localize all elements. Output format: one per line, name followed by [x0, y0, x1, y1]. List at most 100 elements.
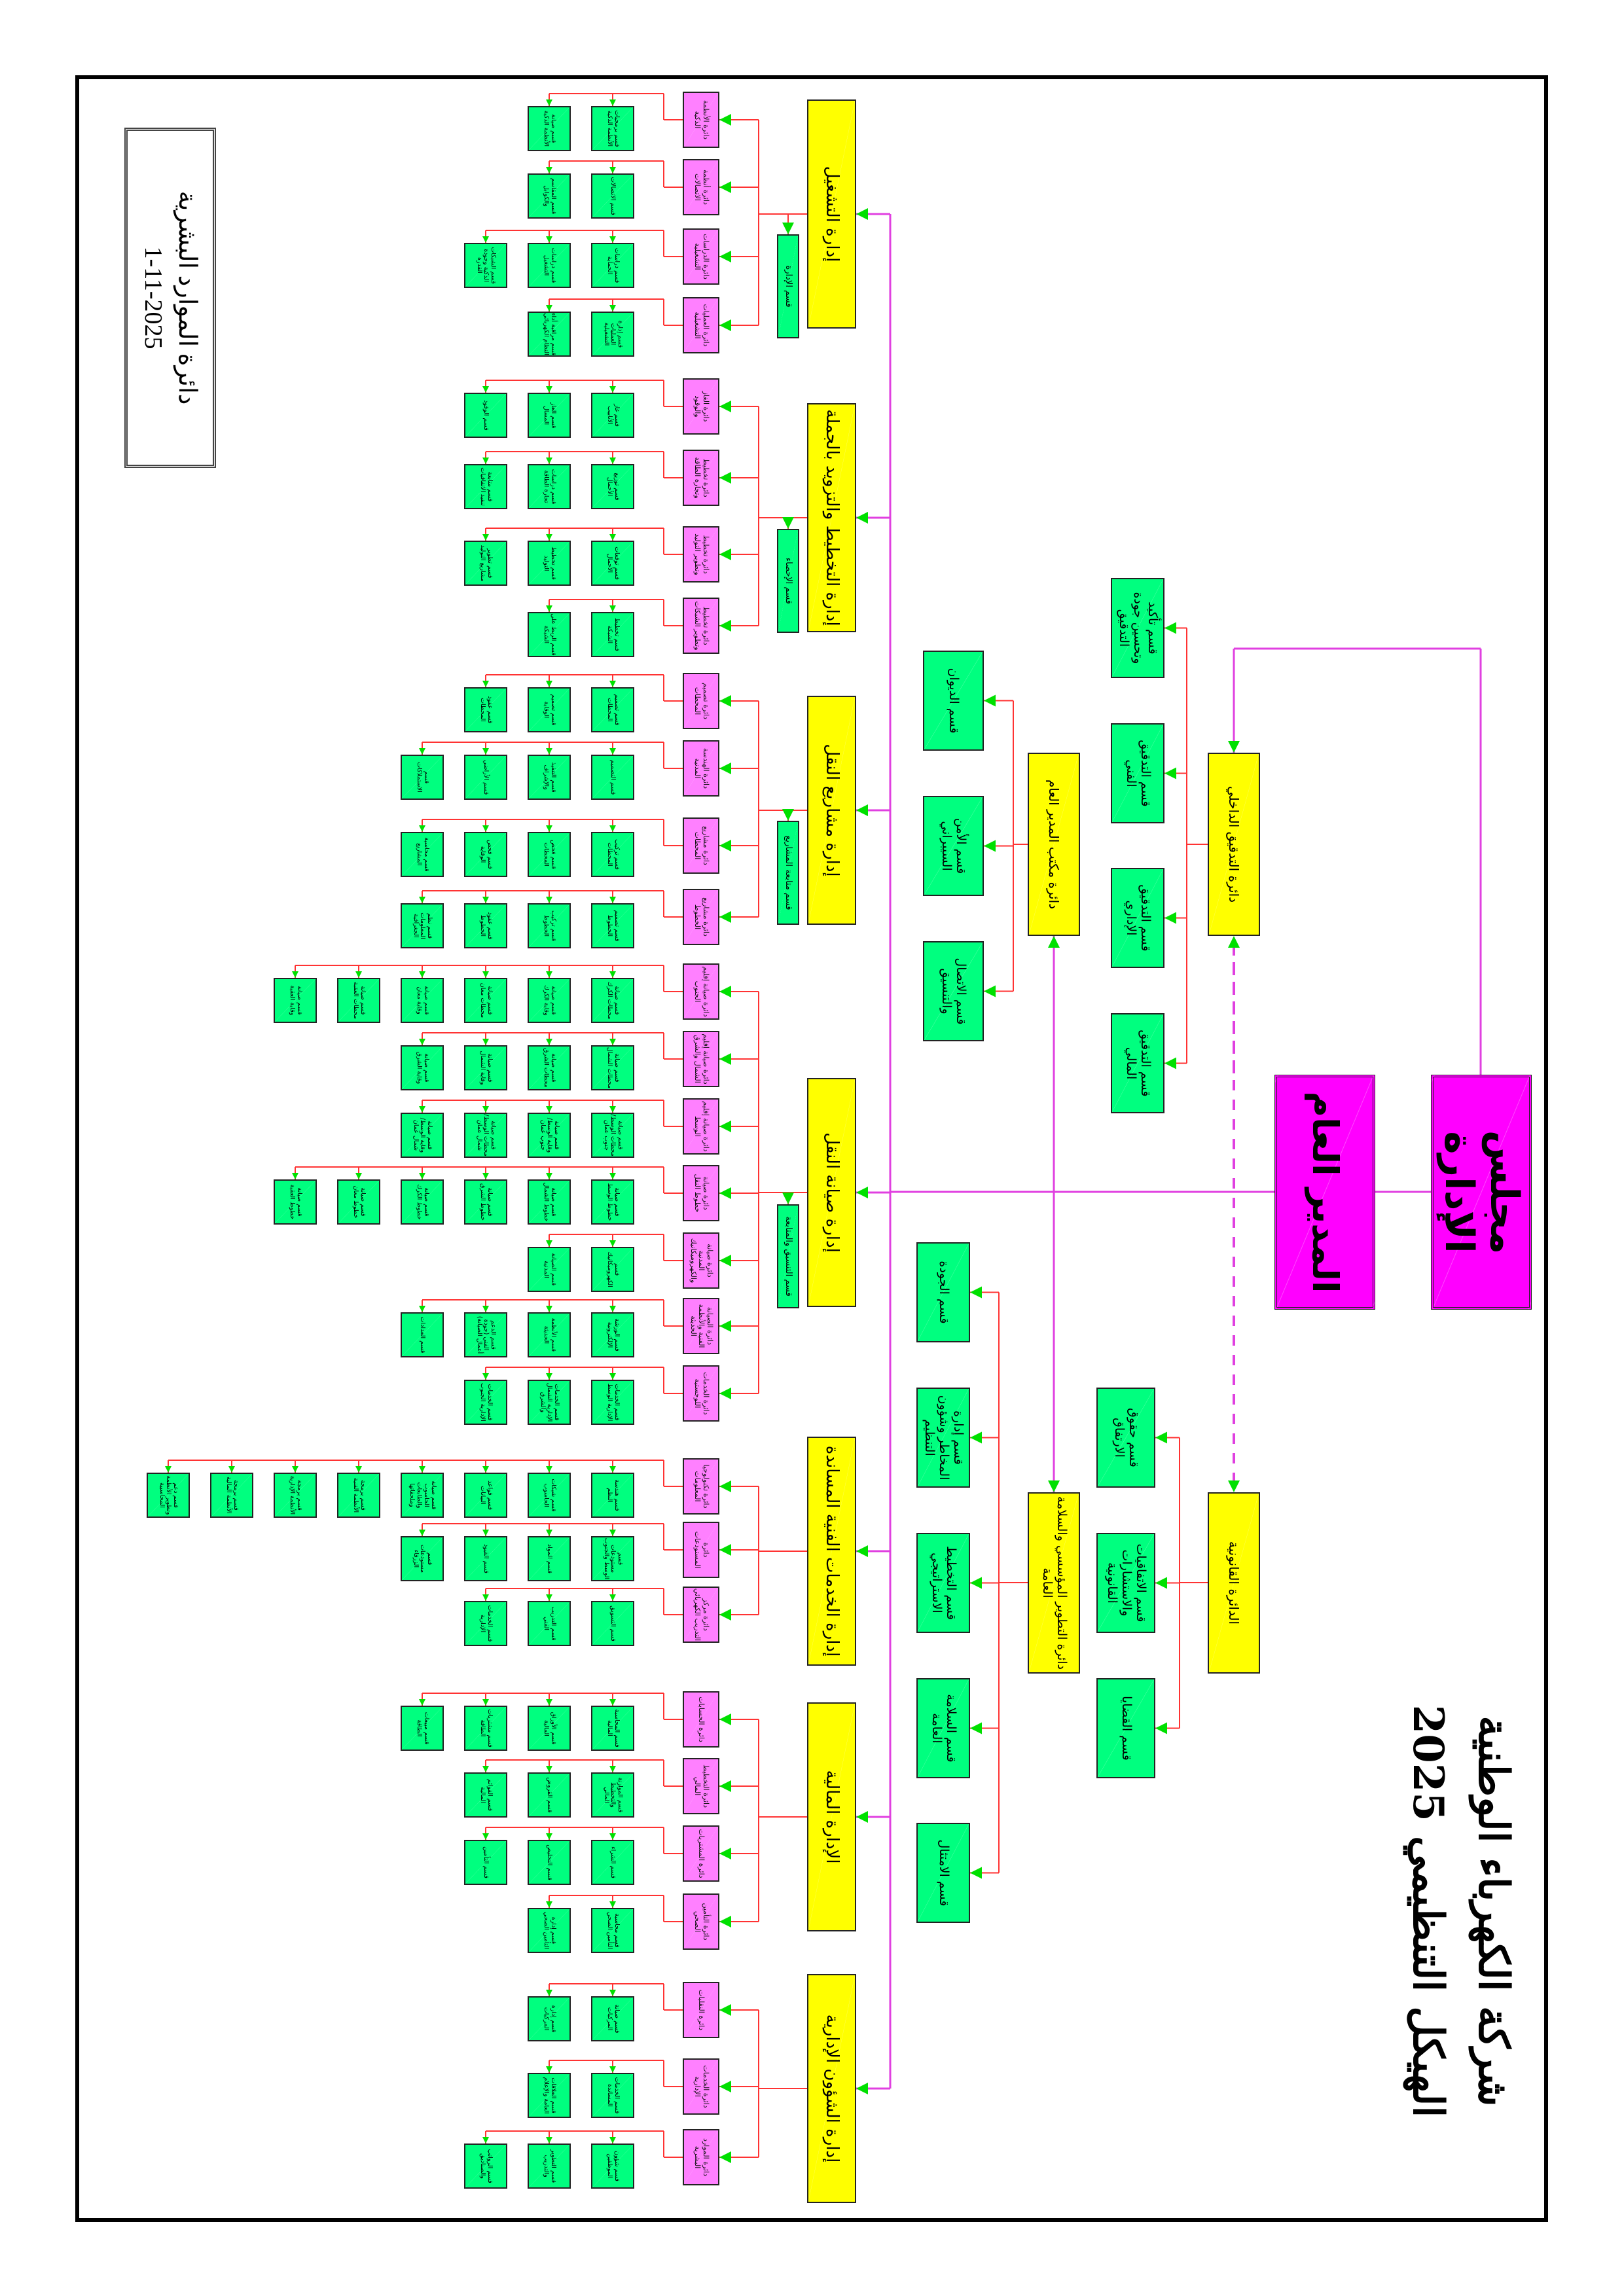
section-box: قسم صيانة وقاية الشمال — [464, 1045, 507, 1090]
arrowhead-icon — [419, 1173, 425, 1179]
arrowhead-icon — [355, 1173, 362, 1179]
arrowhead-icon — [546, 1106, 552, 1113]
directorate-box: إدارة التخطيط والتزويد بالجملة — [807, 403, 856, 632]
arrowhead-icon — [482, 1039, 489, 1045]
division-box: دائرة الخدمات الإدارية — [683, 2058, 719, 2115]
arrowhead-icon — [546, 2066, 552, 2073]
section-box: قسم الاتصالات — [591, 173, 634, 219]
division-box: دائرة صيانة المدنية والكهروميكانيك — [683, 1232, 719, 1289]
section-box: قسم تخطيط التوليد — [528, 541, 571, 586]
audit-section-box: قسم التدقيق الفني — [1111, 723, 1164, 823]
division-box: دائرة المشتريات — [683, 1825, 719, 1882]
section-box: قسم التطوير والتدريب — [528, 2144, 571, 2189]
section-box: قسم التخليص — [528, 1840, 571, 1885]
section-box: قسم الأنظمة الحديثة — [528, 1312, 571, 1357]
audit-section-box: قسم التدقيق المالي — [1111, 1013, 1164, 1113]
chart-title: شركة الكهرباء الوطنية الهيكل التنظيمي 20… — [1395, 1676, 1526, 2147]
arrowhead-icon — [546, 386, 552, 393]
arrowhead-icon — [609, 605, 616, 612]
arrowhead-icon — [546, 748, 552, 755]
section-box: قسم صيانة محطات الشمال — [591, 1045, 634, 1090]
arrowhead-icon — [609, 236, 616, 243]
section-box: قسم الخدمات الإدارية الوسط — [591, 1380, 634, 1425]
arrowhead-icon — [419, 1106, 425, 1113]
arrowhead-icon — [546, 1466, 552, 1473]
section-box: قسم هندسة النظم — [591, 1473, 634, 1518]
engineering-section-box: قسم التخطيط الاستراتيجي — [916, 1533, 970, 1633]
arrowhead-icon — [546, 971, 552, 978]
division-box: دائرة الغاز والوقود — [683, 378, 719, 435]
arrowhead-icon — [482, 897, 489, 903]
directorate-admin-section-box: قسم الإحصاء — [777, 529, 799, 633]
section-box: قسم الأراضي — [464, 755, 507, 800]
section-box: قسم فحص الوقاية — [464, 832, 507, 877]
arrowhead-icon — [609, 1173, 616, 1179]
division-box: دائرة تخطيط وتجارة الطاقة — [683, 450, 719, 506]
audit-section-box: قسم تأكيد وتحسين جودة التدقيق — [1111, 578, 1164, 678]
directorate-admin-section-box: قسم التنسيق والمتابعة — [777, 1204, 799, 1308]
section-box: قسم محاسبة المشاريع — [401, 832, 444, 877]
arrowhead-icon — [609, 681, 616, 687]
section-box: قسم تصميم الخطوط — [591, 903, 634, 948]
section-box: قسم برمجة الأنظمة الفنية — [337, 1473, 380, 1518]
section-box: قسم الشبكات الذكية وجودة القدرة — [464, 243, 507, 288]
section-box: قسم صيانة المركبات — [591, 1996, 634, 2041]
arrowhead-icon — [546, 1766, 552, 1772]
section-box: قسم تصميم المحطات — [591, 687, 634, 732]
arrowhead-icon — [292, 971, 298, 978]
arrowhead-icon — [482, 1833, 489, 1840]
section-box: قسم الشراء — [591, 1840, 634, 1885]
section-box: قسم متابعة تنفيذ الاتفاقيات — [464, 464, 507, 509]
arrowhead-icon — [419, 897, 425, 903]
section-box: قسم صيانة خطوط العقبة — [274, 1179, 317, 1225]
section-box: قسم الصيانة المدنية — [528, 1247, 571, 1292]
division-box: دائرة الدراسات التشغيلية — [683, 228, 719, 285]
section-box: قسم الغاز المسال — [528, 393, 571, 438]
section-box: قسم المحاسبة المالية — [591, 1706, 634, 1751]
division-box: دائرة صيانة إقليم الجنوب — [683, 963, 719, 1020]
directorate-box: إدارة مشاريع النقل — [807, 696, 856, 925]
arrowhead-icon — [546, 1039, 552, 1045]
section-box: قسم صيانة محطات العقبة — [337, 978, 380, 1023]
section-box: قسم صيانة وقاية الكرك — [528, 978, 571, 1023]
section-box: قسم مستودعات الوسط والجنوب — [591, 1536, 634, 1581]
section-box: قسم صيانة محطات معان — [464, 978, 507, 1023]
section-box: قسم دراسات تجارة الطاقة — [528, 464, 571, 509]
section-box: قسم صيانة وقاية الوسط/ جنوب عمان — [528, 1113, 571, 1158]
section-box: قسم صيانة الأنظمة الذكية — [528, 106, 571, 151]
arrowhead-icon — [609, 1306, 616, 1312]
section-box: قسم توزيع الأحمال — [591, 464, 634, 509]
section-box: قسم الدعم الفني (جودة أعمال الصيانة) — [464, 1312, 507, 1357]
legal-section-box: قسم حقوق الارتفاق — [1096, 1388, 1155, 1488]
section-box: قسم إدارة العمليات التشغيلية — [591, 312, 634, 357]
section-box: قسم تطوير مشاريع التوليد — [464, 541, 507, 586]
arrowhead-icon — [609, 386, 616, 393]
section-box: قسم صيانة وقاية العقبة — [274, 978, 317, 1023]
section-box: قسم صيانة خطوط الكرك — [401, 1179, 444, 1225]
arrowhead-icon — [609, 457, 616, 464]
section-box: قسم التنفيذ والإشراف — [528, 755, 571, 800]
general-manager-box: المدير العام — [1274, 1075, 1375, 1310]
division-box: دائرة مشاريع المحطات — [683, 817, 719, 874]
section-box: قسم القروض — [528, 1772, 571, 1818]
section-box: قسم الاستملاكات — [401, 755, 444, 800]
arrowhead-icon — [355, 1466, 362, 1473]
division-box: دائرة تخطيط وتطوير التوليد — [683, 526, 719, 583]
arrowhead-icon — [546, 1699, 552, 1706]
section-box: قسم الخدمات الإدارية الجنوب — [464, 1380, 507, 1425]
arrowhead-icon — [482, 457, 489, 464]
arrowhead-icon — [546, 167, 552, 173]
division-box: دائرة تصميم المحطات — [683, 673, 719, 729]
arrowhead-icon — [609, 1466, 616, 1473]
arrowhead-icon — [482, 534, 489, 541]
section-box: قسم إدارة التأمين الصحي — [528, 1908, 571, 1953]
section-box: قسم صيانة محطات الوسط/ شمال عمان — [464, 1113, 507, 1158]
arrowhead-icon — [482, 825, 489, 832]
arrowhead-icon — [482, 1530, 489, 1536]
arrowhead-icon — [546, 1594, 552, 1601]
section-box: قسم صيانة وقاية الوسط/ شمال عمان — [401, 1113, 444, 1158]
arrowhead-icon — [165, 1466, 171, 1473]
engineering-section-box: قسم الجودة — [916, 1242, 970, 1342]
section-box: قسم تركيب الخطوط — [528, 903, 571, 948]
